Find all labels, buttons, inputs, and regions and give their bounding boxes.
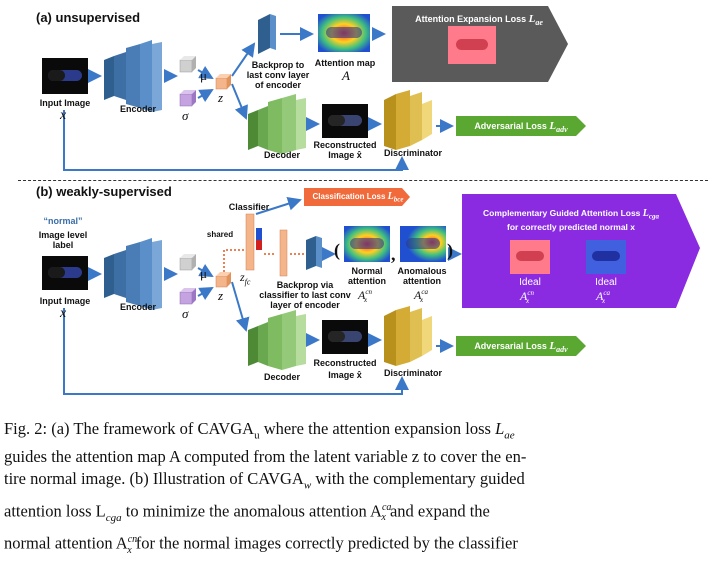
ideal-label-2: Ideal [595, 277, 617, 288]
normal-att-label-2: attention [348, 276, 386, 286]
attention-map-var: A [342, 68, 350, 83]
section-a-title: (a) unsupervised [36, 10, 141, 25]
ideal-var-2: Acax [596, 289, 610, 306]
sigma-cube-a [179, 90, 196, 107]
adv-loss-label-b: Adversarial Loss Ladv [474, 340, 568, 354]
normal-att-label-1: Normal [351, 266, 383, 276]
loss-ae-label: Attention Expansion Loss Lae [415, 13, 543, 27]
classifier-label: Classifier [228, 202, 270, 212]
input-image-label-b: Input Image [39, 296, 91, 306]
caption-line-5: normal attention Acnx for the normal ima… [4, 533, 518, 557]
classifier-b [245, 213, 262, 271]
zfc-label: zfc [240, 270, 251, 287]
caption-line-4: attention loss Lcga to minimize the anom… [4, 501, 490, 524]
z-cube-b [215, 272, 231, 288]
mu-cube-a [179, 56, 196, 73]
comma: , [391, 244, 396, 264]
caption-line-1: Fig. 2: (a) The framework of CAVGAu wher… [4, 419, 515, 442]
figure-caption: Fig. 2: (a) The framework of CAVGAu wher… [4, 418, 726, 562]
sigma-label-b: σ [182, 306, 189, 321]
input-image-b [42, 256, 88, 290]
reconstructed-image-a [322, 104, 368, 138]
input-var-a: x [60, 108, 67, 123]
sigma-cube-b [179, 288, 196, 305]
normal-att-var: Acnx [358, 288, 372, 305]
shared-label: shared [206, 230, 234, 239]
recon-label-b-2: Image x̂ [328, 370, 362, 380]
cga-loss-box [462, 194, 700, 308]
backprop-label-b-1: Backprop via [276, 280, 334, 290]
attention-expansion-loss-box [392, 6, 568, 82]
z-cube-a [215, 74, 231, 90]
discriminator-a [384, 90, 432, 150]
anom-att-label-1: Anomalous [397, 266, 447, 276]
discriminator-label-a: Discriminator [383, 148, 443, 158]
input-image-a [42, 58, 88, 94]
section-b-title: (b) weakly-supervised [36, 184, 172, 199]
encoder-b [104, 238, 162, 310]
discriminator-label-b: Discriminator [383, 368, 443, 378]
backprop-label-b-3: layer of encoder [270, 300, 340, 310]
class-loss-label: Classification Loss Lbce [312, 191, 404, 204]
z-label-a: z [218, 90, 224, 105]
diagram-canvas [42, 6, 700, 395]
attention-map-label: Attention map [314, 58, 376, 68]
section-separator [18, 180, 708, 181]
adversarial-loss-b [456, 336, 586, 356]
backprop-label-a-1: Backprop to [251, 60, 305, 70]
cga-title-1: Complementary Guided Attention Loss Lcga [482, 208, 659, 221]
mu-label-b: μ [200, 266, 207, 281]
backprop-label-b-2: classifier to last conv [259, 290, 351, 300]
adv-loss-label-a: Adversarial Loss Ladv [474, 120, 568, 134]
anom-att-var: Acax [414, 288, 428, 305]
encoder-label-b: Encoder [119, 302, 156, 312]
normal-attention-map [344, 226, 390, 262]
backprop-label-a-2: last conv layer [246, 70, 310, 80]
backprop-block-a [258, 14, 276, 54]
input-var-b: x [60, 306, 67, 321]
paren-close: ) [447, 240, 453, 260]
decoder-b [248, 310, 306, 370]
recon-label-a-1: Reconstructed [313, 140, 377, 150]
cga-title-2: for correctly predicted normal x [506, 222, 635, 232]
discriminator-b [384, 306, 432, 366]
ideal-var-1: Acnx [520, 289, 534, 306]
recon-label-b-1: Reconstructed [313, 358, 377, 368]
caption-line-3: tire normal image. (b) Illustration of C… [4, 469, 525, 492]
recon-label-a-2: Image x̂ [328, 150, 362, 160]
attention-map-a [318, 14, 370, 52]
encoder-label-a: Encoder [119, 104, 156, 114]
mu-cube-b [179, 254, 196, 271]
decoder-label-a: Decoder [263, 150, 300, 160]
anom-att-label-2: attention [403, 276, 441, 286]
mu-label-a: μ [200, 68, 207, 83]
reconstructed-image-b [322, 320, 368, 354]
caption-line-2: guides the attention map A computed from… [4, 447, 527, 467]
normal-quote: “normal” [43, 216, 83, 226]
paren-open: ( [334, 240, 340, 260]
backprop-block-b [306, 236, 322, 270]
ideal-label-1: Ideal [519, 277, 541, 288]
zfc-bar [279, 229, 288, 277]
encoder-a [104, 40, 162, 112]
input-image-label-a: Input Image [39, 98, 91, 108]
image-level-label-2: label [52, 240, 74, 250]
backprop-label-a-3: of encoder [254, 80, 301, 90]
adversarial-loss-a [456, 116, 586, 136]
decoder-label-b: Decoder [263, 372, 300, 382]
z-label-b: z [218, 288, 224, 303]
anomalous-attention-map [400, 226, 446, 262]
classification-loss-box [304, 188, 410, 206]
sigma-label-a: σ [182, 108, 189, 123]
image-level-label-1: Image level [38, 230, 88, 240]
decoder-a [248, 94, 306, 154]
